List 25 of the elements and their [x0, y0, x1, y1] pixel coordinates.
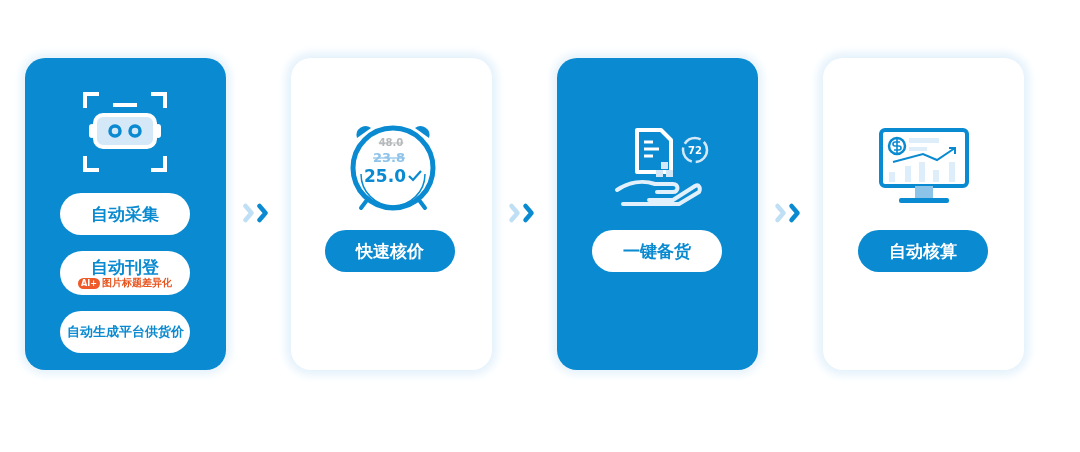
label-pill	[60, 311, 190, 353]
label-pill	[592, 230, 722, 272]
pill-title: 自动生成平台供货价	[66, 323, 184, 341]
price-text: 25.0	[364, 166, 406, 186]
hours-text: 72	[688, 145, 702, 156]
double-chevron-arrow	[509, 203, 534, 223]
pill-title: 自动核算	[889, 240, 957, 262]
label-pill	[325, 230, 455, 272]
double-chevron-arrow	[775, 203, 800, 223]
card-panel	[557, 58, 758, 370]
label-pill	[60, 251, 190, 295]
card-panel	[25, 58, 226, 370]
pill-subtitle: 图片标题差异化	[101, 277, 172, 289]
pill-title: 一键备货	[623, 240, 691, 262]
price-text: 48.0	[378, 137, 404, 148]
ai-badge: AI+	[78, 277, 100, 289]
label-pill	[60, 193, 190, 235]
price-text: 23.8	[372, 150, 406, 165]
card-panel	[823, 58, 1024, 370]
pill-title: 快速核价	[356, 240, 424, 262]
double-chevron-arrow	[243, 203, 268, 223]
pill-title: 自动采集	[91, 203, 159, 225]
card-panel	[291, 58, 492, 370]
pill-title: 自动刊登	[91, 257, 159, 277]
label-pill	[858, 230, 988, 272]
